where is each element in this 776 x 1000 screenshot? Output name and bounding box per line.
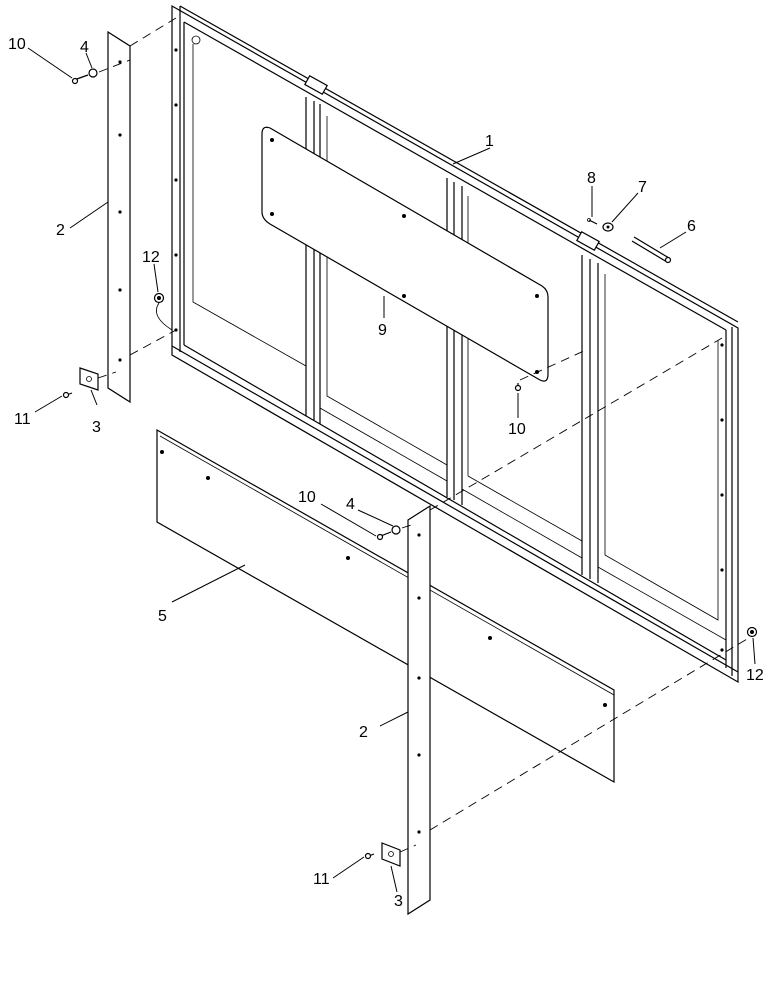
callout-3-upper: 3 [92,419,101,436]
callout-8: 8 [587,170,596,187]
callout-3-lower: 3 [394,893,403,910]
callout-4-upper: 4 [80,39,89,56]
callout-11-lower: 11 [313,871,330,888]
bracket-upper [79,367,99,391]
callout-10-upper: 10 [8,36,26,53]
callout-1: 1 [485,133,494,150]
callout-labels: 1 2 2 3 3 4 4 5 6 7 8 9 10 10 10 11 11 1… [8,36,764,910]
callout-10-plate: 10 [508,421,526,438]
callout-12-left: 12 [142,249,160,266]
frame-assembly [171,4,739,684]
callout-2-lower: 2 [359,724,368,741]
callout-5: 5 [158,608,167,625]
upper-left-strip [107,30,131,404]
center-plate [261,126,549,382]
bracket-lower [381,842,401,867]
bottom-panel [156,428,615,784]
callout-12-right: 12 [746,667,764,684]
callout-11-upper: 11 [14,411,31,428]
callout-4-lower: 4 [346,496,355,513]
lower-strip [407,504,431,916]
callout-6: 6 [687,218,696,235]
alignment-lines [97,17,753,853]
leader-lines [27,47,756,893]
callout-7: 7 [638,179,647,196]
callout-9: 9 [378,322,387,339]
hardware [62,68,758,860]
callout-2-upper: 2 [56,222,65,239]
callout-10-middle: 10 [298,489,316,506]
